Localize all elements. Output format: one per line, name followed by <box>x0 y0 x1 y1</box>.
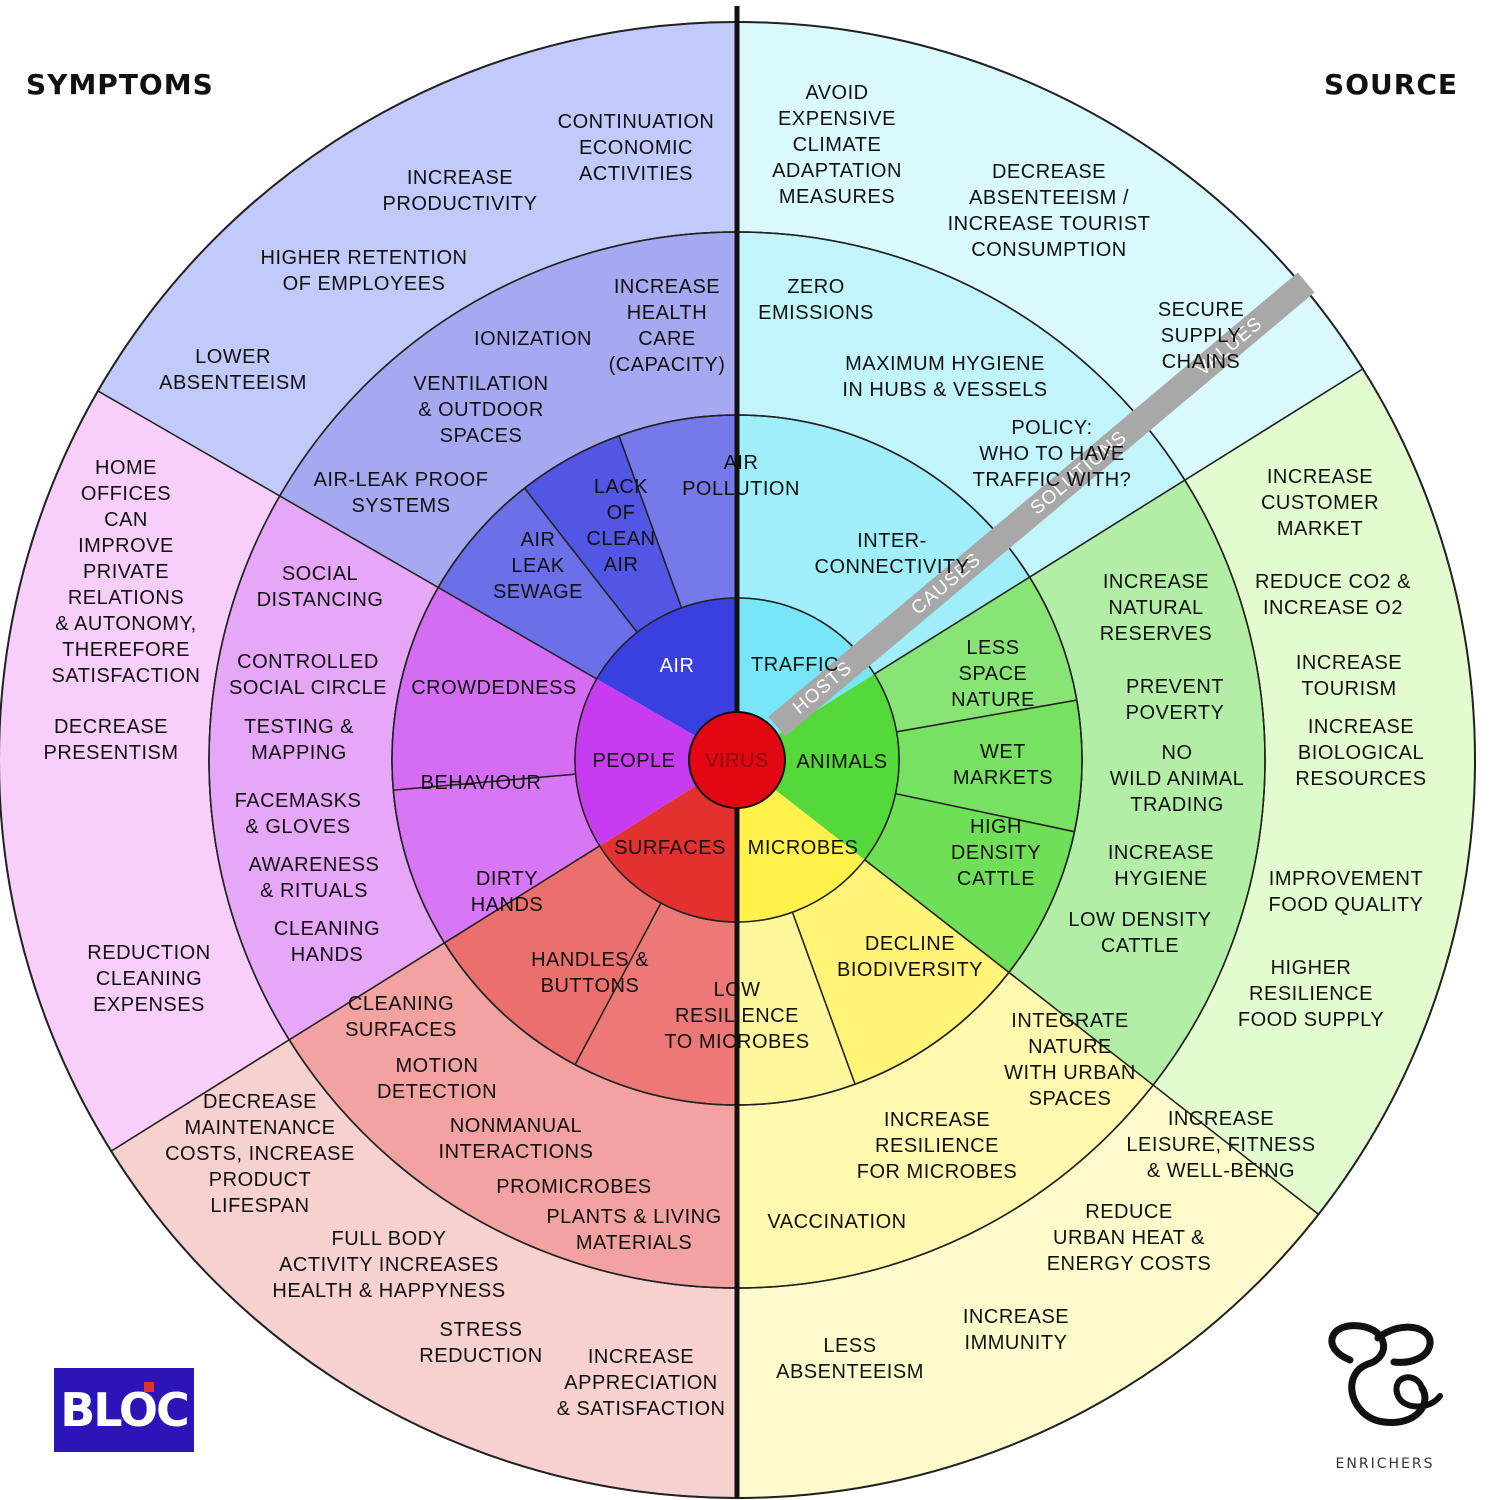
solution-label: IONIZATION <box>474 328 592 350</box>
cause-label: BEHAVIOUR <box>421 772 542 794</box>
host-sector-people <box>575 679 737 846</box>
bloc-logo: BLOC <box>54 1368 194 1452</box>
host-sector-animals <box>737 674 900 860</box>
solution-label: TESTING &MAPPING <box>244 716 354 764</box>
host-label-people: PEOPLE <box>592 750 675 772</box>
cause-label: HANDLES &BUTTONS <box>531 949 649 997</box>
cause-label: CROWDEDNESS <box>411 677 577 699</box>
cause-label: INTER-CONNECTIVITY <box>815 530 970 578</box>
host-sector-microbes <box>737 760 865 922</box>
host-label-surfaces: SURFACES <box>614 837 726 859</box>
host-label-microbes: MICROBES <box>748 837 859 859</box>
host-label-animals: ANIMALS <box>796 751 887 773</box>
diagram-labels: VIRUS AIR TRAFFIC ANIMALS MICROBES SURFACES PE… <box>43 82 1426 1420</box>
value-label: REDUCE CO2 &INCREASE O2 <box>1255 571 1411 619</box>
virus-core <box>688 711 786 809</box>
symptoms-title: SYMPTOMS <box>26 68 214 101</box>
solution-label: VACCINATION <box>767 1211 906 1233</box>
solution-label: FACEMASKS& GLOVES <box>235 790 362 838</box>
enrichers-logo-mark <box>1328 1322 1443 1426</box>
host-label-air: AIR <box>660 655 695 677</box>
enrichers-logo: ENRICHERS <box>1320 1318 1450 1478</box>
causes-ring <box>391 414 1083 1106</box>
solution-label: AWARENESS& RITUALS <box>249 854 380 902</box>
bloc-logo-text: BLOC <box>60 1383 190 1437</box>
ring-label-band <box>768 272 1315 737</box>
virus-core-circle <box>688 711 786 809</box>
enrichers-logo-text: ENRICHERS <box>1335 1456 1435 1472</box>
host-sector-air <box>596 598 737 760</box>
virus-label: VIRUS <box>705 750 769 772</box>
host-label-traffic: TRAFFIC <box>751 654 839 676</box>
solution-label: PROMICROBES <box>496 1176 652 1198</box>
host-sector-surfaces <box>599 760 737 922</box>
source-title: SOURCE <box>1324 68 1458 101</box>
solutions-ring <box>208 231 1266 1289</box>
bloc-logo-accent <box>144 1382 154 1392</box>
